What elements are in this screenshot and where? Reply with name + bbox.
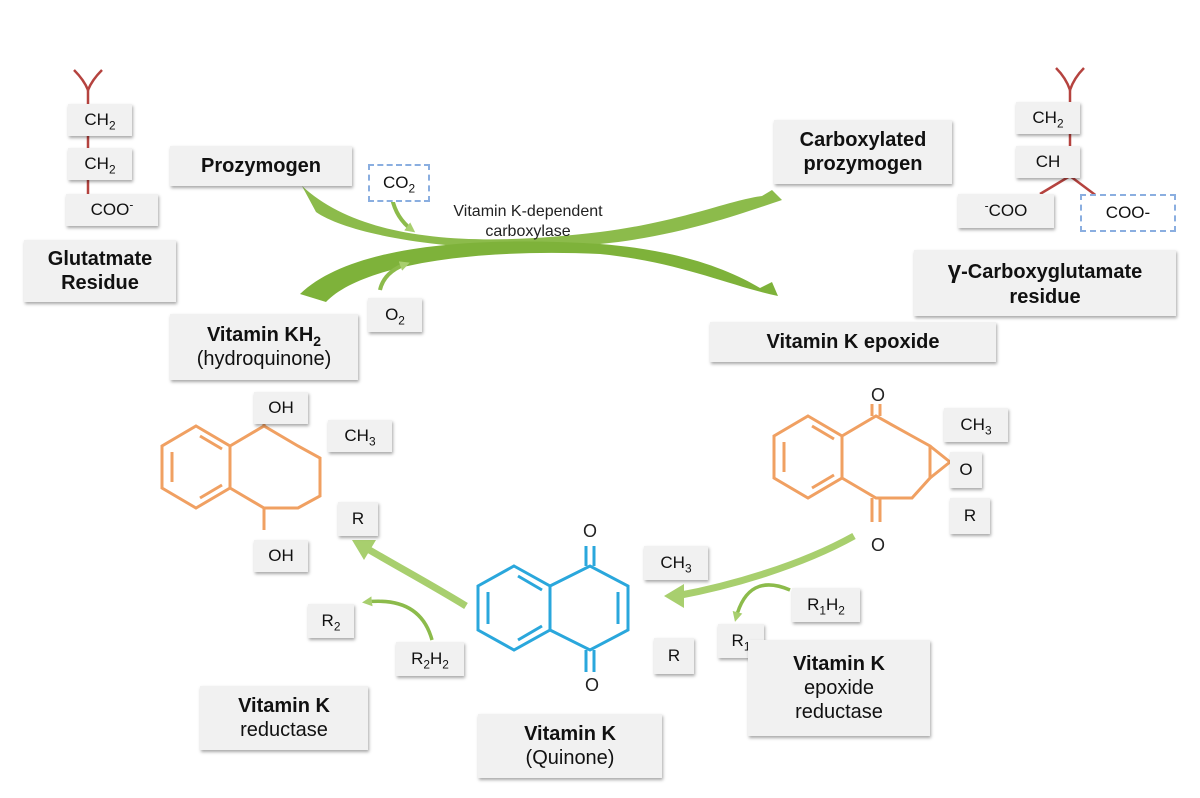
quinone-to-hydroquinone-arrow (364, 544, 468, 609)
vitamin-k-epoxide-label: Vitamin K epoxide (710, 322, 996, 362)
carboxyglutamate-ch2-box: CH2 (1016, 102, 1080, 134)
o2-small-arrow (378, 261, 410, 291)
co2-small-arrow (390, 197, 416, 233)
vitamin-k-epoxide-reductase-label: Vitamin K epoxide reductase (748, 640, 930, 736)
r1h2-to-r1-arrow (732, 583, 791, 622)
carboxyglutamate-backbone (1039, 67, 1103, 201)
carboxyglutamate-ch-box: CH (1016, 146, 1080, 178)
quinone-o-bottom: O (584, 675, 599, 695)
carboxylase-label: Vitamin K-dependent carboxylase (453, 203, 603, 240)
vitamin-k-reductase-label: Vitamin K reductase (200, 686, 368, 750)
r2h2-to-r2-arrow (362, 596, 434, 641)
quinone-r: R (654, 638, 694, 674)
epoxide-to-quinone-arrow (675, 532, 856, 600)
epoxide-r: R (950, 498, 990, 534)
vitamin-k-quinone-label: Vitamin K (Quinone) (478, 714, 662, 778)
r2-box: R2 (308, 604, 354, 638)
carboxyglutamate-coo-right-box: COO- (1080, 194, 1176, 232)
quinone-ch3: CH3 (644, 546, 708, 580)
glutamate-ch2-top-box: CH2 (68, 104, 132, 136)
o2-box: O2 (368, 298, 422, 332)
carboxylated-prozymogen-label: Carboxylated prozymogen (774, 120, 952, 184)
vitamin-kh2-label: Vitamin KH2 (hydroquinone) (170, 314, 358, 380)
epoxide-o-top: O (870, 385, 885, 405)
glutamate-ch2-bottom-box: CH2 (68, 148, 132, 180)
kh2-to-epoxide-arrow (300, 241, 778, 302)
quinone-structure (476, 546, 630, 672)
carboxyglutamate-coo-left-box: -COO (958, 194, 1054, 228)
epoxide-o-bottom: O (870, 535, 885, 555)
prozymogen-to-carboxylated-arrow (302, 186, 782, 249)
glutamate-residue-label: Glutatmate Residue (24, 240, 176, 302)
quinone-o-top: O (582, 521, 597, 541)
co2-box: CO2 (368, 164, 430, 202)
hydroquinone-structure (160, 418, 322, 530)
hydroquinone-oh-top: OH (254, 392, 308, 424)
hydroquinone-ch3: CH3 (328, 420, 392, 452)
epoxide-structure (772, 404, 951, 522)
hydroquinone-r: R (338, 502, 378, 536)
carboxyglutamate-residue-label: γ-Carboxyglutamate residue (914, 250, 1176, 316)
reductase-arrows (352, 532, 856, 641)
prozymogen-label: Prozymogen (170, 146, 352, 186)
r2h2-box: R2H2 (396, 642, 464, 676)
epoxide-o-ring: O (950, 452, 982, 488)
glutamate-coo-box: COO- (66, 194, 158, 226)
epoxide-ch3: CH3 (944, 408, 1008, 442)
hydroquinone-oh-bottom: OH (254, 540, 308, 572)
r1h2-box: R1H2 (792, 588, 860, 622)
